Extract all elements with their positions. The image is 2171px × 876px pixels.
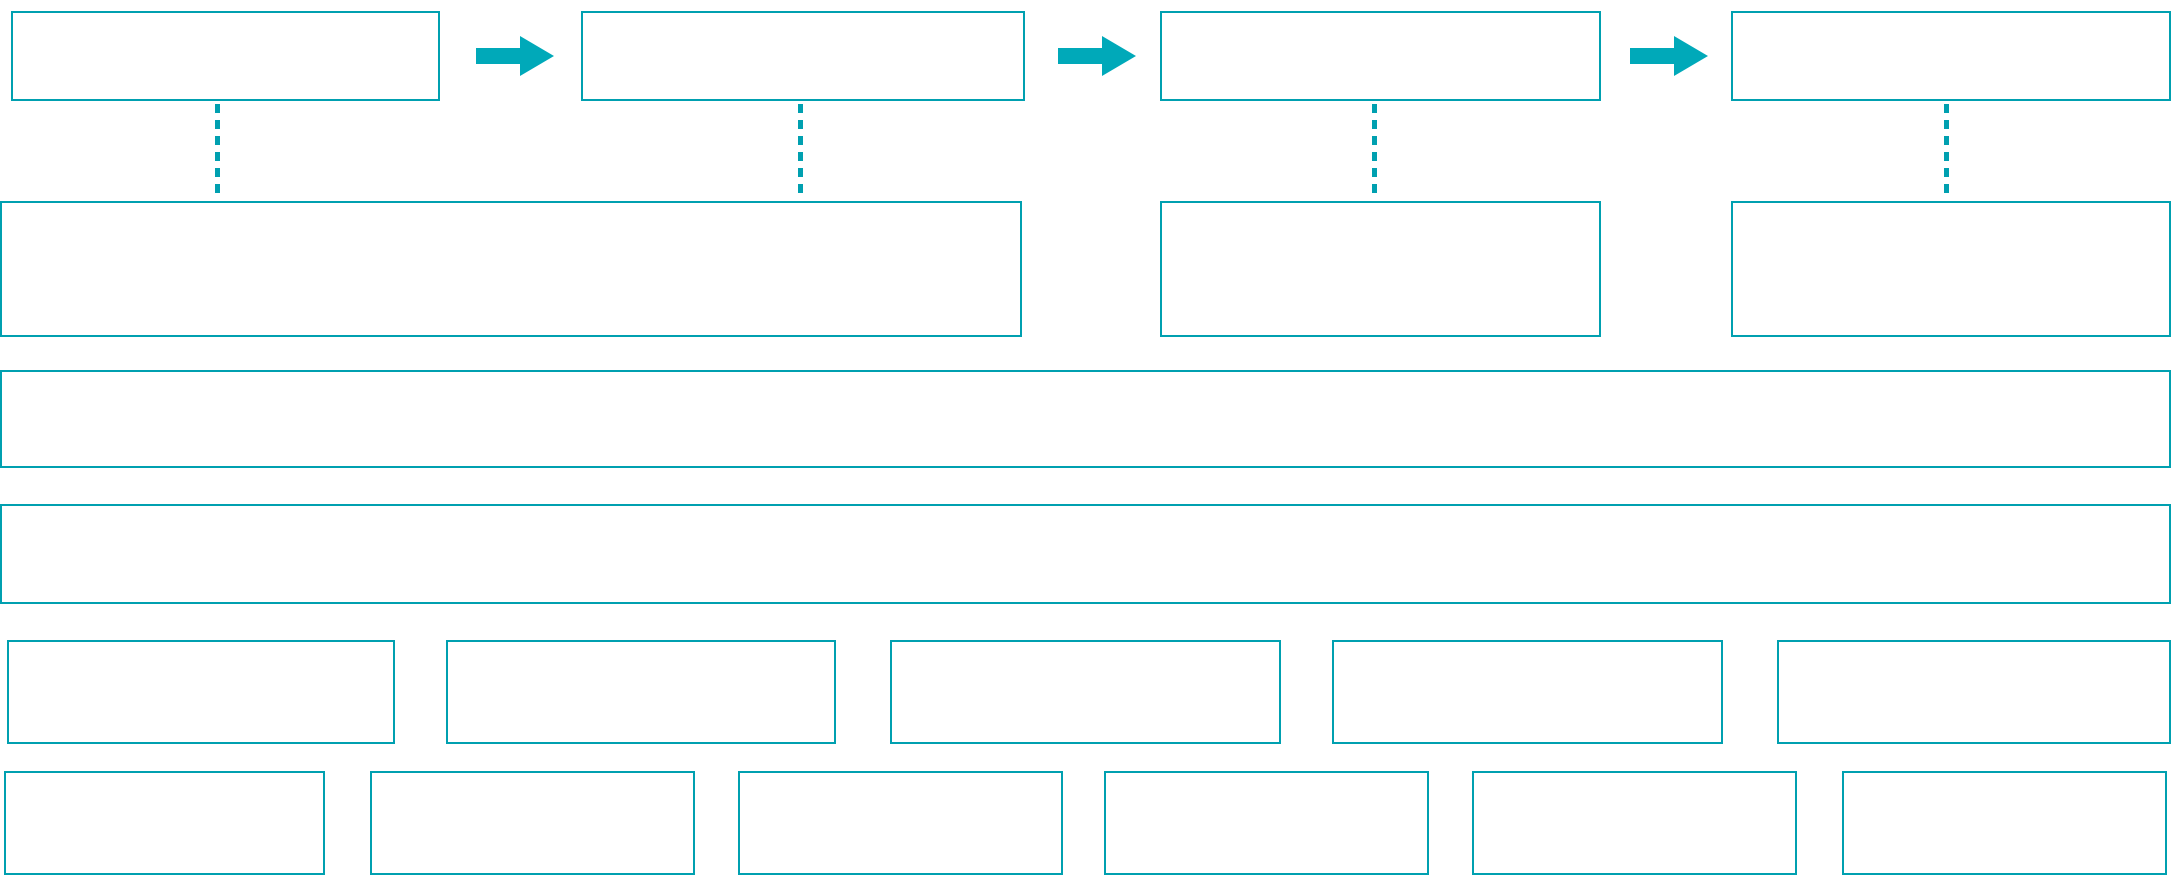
five-row-box-2 — [446, 640, 836, 744]
banner-box-2 — [0, 504, 2171, 604]
secondary-box-wide — [0, 201, 1022, 337]
six-row-box-6 — [1842, 771, 2167, 875]
secondary-box-3 — [1731, 201, 2171, 337]
flow-step-box-3 — [1160, 11, 1601, 101]
six-row-box-4 — [1104, 771, 1429, 875]
arrow-right-icon — [476, 36, 554, 76]
five-row-box-1 — [7, 640, 395, 744]
dashed-connector — [215, 104, 220, 200]
banner-box-1 — [0, 370, 2171, 468]
dashed-connector — [798, 104, 803, 200]
five-row-box-4 — [1332, 640, 1723, 744]
arrow-right-icon — [1630, 36, 1708, 76]
secondary-box-2 — [1160, 201, 1601, 337]
dashed-connector — [1372, 104, 1377, 200]
dashed-connector — [1944, 104, 1949, 200]
five-row-box-3 — [890, 640, 1281, 744]
six-row-box-1 — [4, 771, 325, 875]
arrow-right-icon — [1058, 36, 1136, 76]
six-row-box-3 — [738, 771, 1063, 875]
flow-step-box-1 — [11, 11, 440, 101]
five-row-box-5 — [1777, 640, 2171, 744]
flow-step-box-2 — [581, 11, 1025, 101]
six-row-box-2 — [370, 771, 695, 875]
six-row-box-5 — [1472, 771, 1797, 875]
flow-step-box-4 — [1731, 11, 2171, 101]
